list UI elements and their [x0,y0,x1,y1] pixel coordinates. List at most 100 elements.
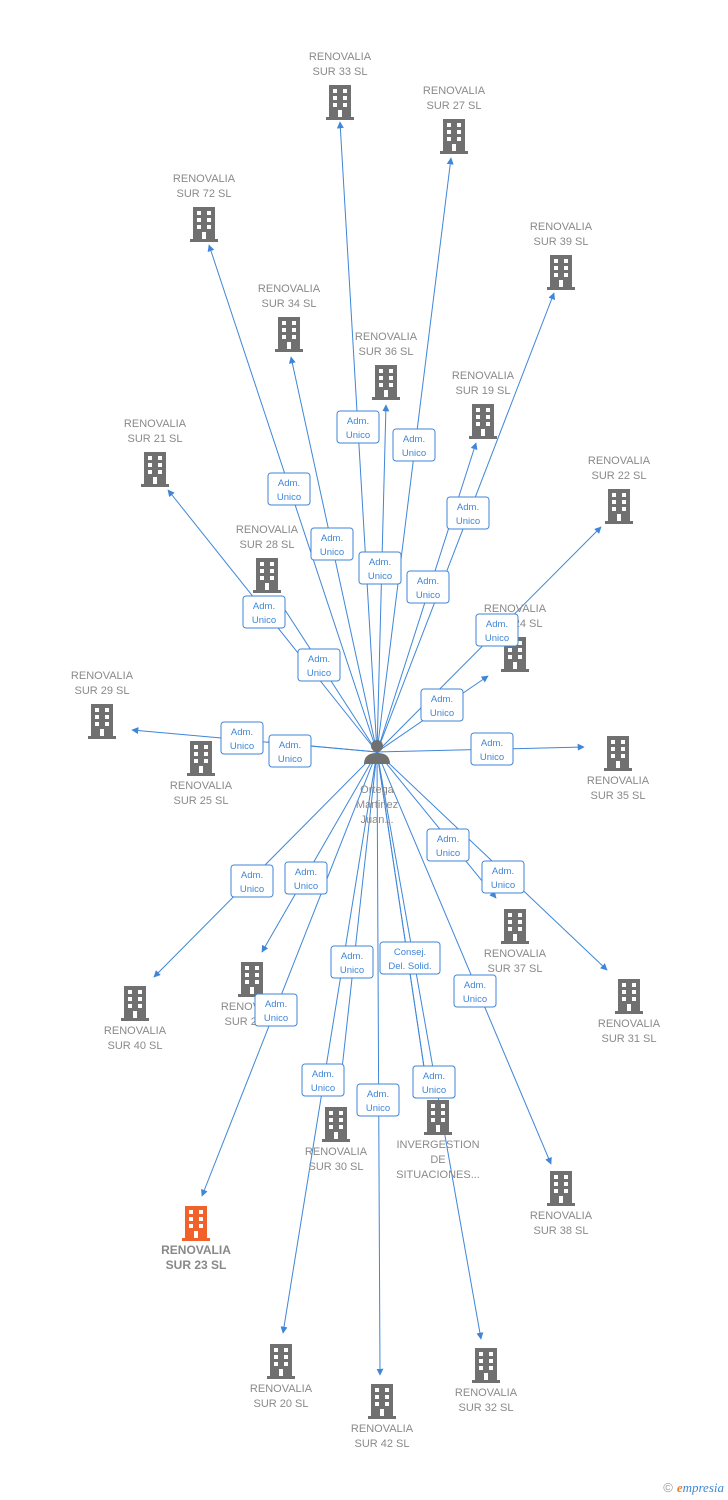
company-node-invergestion[interactable]: INVERGESTIONDESITUACIONES... [396,1100,480,1181]
edge-label-sur40[interactable]: Adm.Unico [230,864,274,898]
company-name-line: RENOVALIA [258,283,321,295]
brand-name: mpresia [682,1480,724,1495]
edge-role-line: Adm. [321,533,343,544]
edge-sur42 [376,751,384,1376]
company-name-line: RENOVALIA [530,221,593,233]
edge-label-sur27[interactable]: Adm.Unico [392,428,436,462]
edge-label-box [220,721,264,755]
edge-label-sur37[interactable]: Adm.Unico [426,828,470,862]
edge-label-sur28[interactable]: Adm.Unico [297,648,341,682]
building-icon [615,979,643,1014]
edge-label-sur31[interactable]: Adm.Unico [481,860,525,894]
building-icon [322,1107,350,1142]
company-name-line: RENOVALIA [355,331,418,343]
edge-label-box [481,860,525,894]
edge-label-sur42[interactable]: Adm.Unico [356,1083,400,1117]
company-name-line: RENOVALIA [530,1210,593,1222]
building-icon [424,1100,452,1135]
edge-label-box [301,1063,345,1097]
edge-label-sur21[interactable]: Adm.Unico [242,595,286,629]
edge-label-sur34[interactable]: Adm.Unico [310,527,354,561]
edge-label-sur26[interactable]: Adm.Unico [284,861,328,895]
company-name-line: SUR 21 SL [127,433,182,445]
edge-label-invergestion[interactable]: Consej.Del. Solid. [379,941,441,975]
company-name-line: RENOVALIA [305,1146,368,1158]
edge-label-box [446,496,490,530]
company-name-line: SUR 22 SL [591,470,646,482]
edge-role-line: Unico [311,1083,335,1094]
person-node[interactable]: OrtegaMartinezJuan... [356,740,398,826]
edge-label-sur22[interactable]: Adm.Unico [475,613,519,647]
building-icon [121,986,149,1021]
company-name-line: SUR 42 SL [354,1438,409,1450]
building-icon [440,119,468,154]
company-name-line: RENOVALIA [309,51,372,63]
edge-label-box [356,1083,400,1117]
edge-role-line: Unico [422,1085,446,1096]
edge-label-sur36[interactable]: Adm.Unico [358,551,402,585]
edge-role-line: Adm. [341,951,363,962]
building-icon [469,404,497,439]
edge-role-line: Unico [264,1013,288,1024]
edge-label-sur24[interactable]: Adm.Unico [420,688,464,722]
edge-label-sur33[interactable]: Adm.Unico [336,410,380,444]
empresia-watermark[interactable]: ©empresia [663,1480,724,1496]
edge-label-sur23[interactable]: Adm.Unico [254,993,298,1027]
building-icon [275,317,303,352]
edge-label-sur19[interactable]: Adm.Unico [406,570,450,604]
edge-label-sur38[interactable]: Adm.Unico [453,974,497,1008]
edge-label-sur32[interactable]: Adm.Unico [412,1065,456,1099]
company-name-line: RENOVALIA [71,670,134,682]
edge-label-sur35[interactable]: Adm.Unico [470,732,514,766]
edge-role-line: Unico [340,965,364,976]
edge-label-sur29[interactable]: Adm.Unico [220,721,264,755]
company-node-sur34[interactable]: RENOVALIA SUR 34 SL [258,283,321,352]
company-name-line: RENOVALIA [484,603,547,615]
building-icon [605,489,633,524]
edge-label-box [330,945,374,979]
edge-role-line: Unico [463,994,487,1005]
building-icon [88,704,116,739]
edge-role-line: Unico [294,881,318,892]
company-name-line: RENOVALIA [250,1383,313,1395]
company-node-sur21[interactable]: RENOVALIA SUR 21 SL [124,418,187,487]
company-name-line: RENOVALIA [236,524,299,536]
edge-role-line: Adm. [347,416,369,427]
edge-role-line: Adm. [241,870,263,881]
edge-label-sur39[interactable]: Adm.Unico [446,496,490,530]
edge-label-sur30[interactable]: Adm. Unico [330,945,374,979]
copyright-symbol: © [663,1480,673,1495]
edge-role-line: Unico [307,668,331,679]
company-name-line: SUR 34 SL [261,298,316,310]
edge-label-sur72[interactable]: Adm.Unico [267,472,311,506]
company-name-line: INVERGESTION [396,1139,479,1151]
edge-label-sur25[interactable]: Adm.Unico [268,734,312,768]
company-name-line: RENOVALIA [124,418,187,430]
edge-label-box [230,864,274,898]
company-name-line: SITUACIONES... [396,1169,480,1181]
edge-label-box [453,974,497,1008]
edge-sur32 [376,751,484,1340]
edge-label-sur20[interactable]: Adm.Unico [301,1063,345,1097]
